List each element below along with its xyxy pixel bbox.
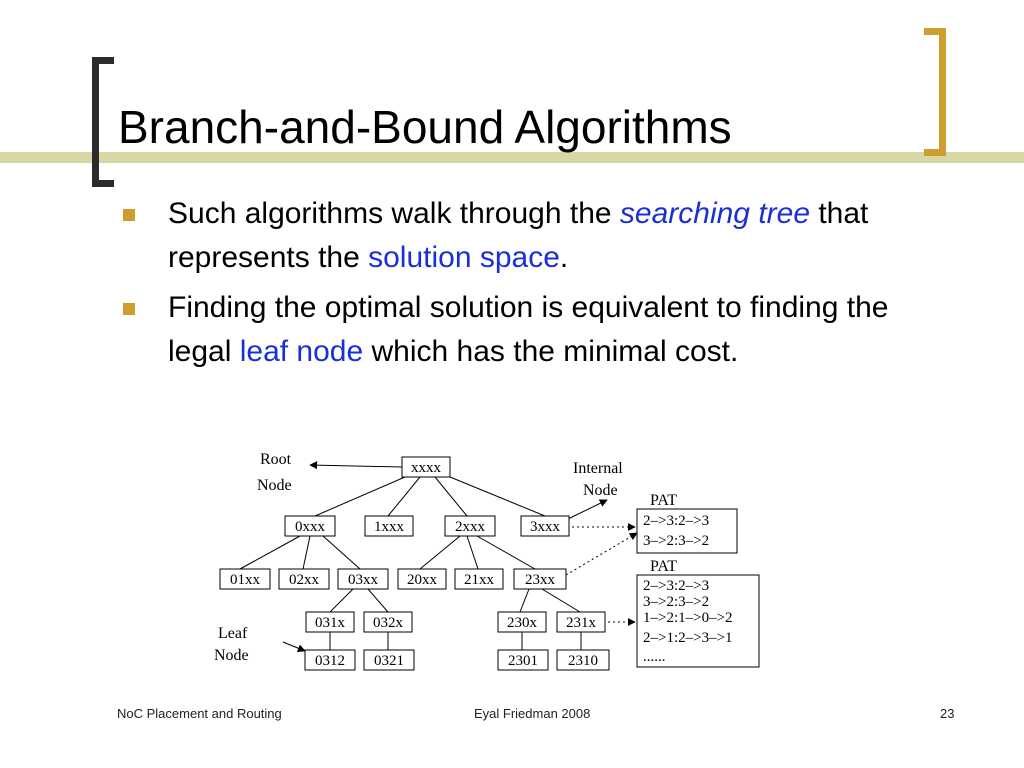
pat-entry: 2–>3:2–>3 <box>643 513 709 529</box>
bullet-text: that represents the <box>168 197 869 274</box>
tree-node: 1xxx <box>364 515 414 537</box>
search-tree-diagram: Root Node Internal Node Leaf Node xxxx 0… <box>214 451 760 671</box>
leaf-node: 0312 <box>304 649 356 671</box>
root-node-label: Root <box>260 451 292 468</box>
tree-node: 2xxx <box>444 515 496 537</box>
pat-entry: 2–>3:2–>3 <box>643 578 709 594</box>
node-label: 231x <box>566 615 597 631</box>
pat-table: PAT 2–>3:2–>3 3–>2:3–>2 <box>636 492 738 554</box>
tree-node: 23xx <box>513 568 567 590</box>
right-bracket-decoration <box>924 28 946 156</box>
tree-node: xxxx <box>401 456 451 478</box>
left-bracket-decoration <box>92 57 114 187</box>
node-label: 2xxx <box>455 519 486 535</box>
root-node-label: Node <box>257 477 292 494</box>
node-label: 03xx <box>348 572 379 588</box>
node-label: 21xx <box>464 572 495 588</box>
internal-pointer-arrow <box>567 499 608 520</box>
bullet-item: Finding the optimal solution is equivale… <box>118 286 958 374</box>
footer-author: Eyal Friedman 2008 <box>474 706 591 721</box>
pat-title: PAT <box>650 492 677 509</box>
pat-entry: 3–>2:3–>2 <box>643 594 709 610</box>
leaf-node: 2310 <box>556 649 610 671</box>
bullet-text: . <box>559 241 569 274</box>
leaf-node-label: Leaf <box>218 625 248 642</box>
pat-entry: 2–>1:2–>3–>1 <box>643 630 733 646</box>
leaf-node: 2301 <box>497 649 549 671</box>
node-label: 032x <box>373 615 404 631</box>
tree-node: 031x <box>305 611 355 633</box>
highlight-term: searching tree <box>619 197 811 230</box>
node-label: 23xx <box>525 572 556 588</box>
tree-edges <box>239 476 582 650</box>
pat-entry: 1–>2:1–>0–>2 <box>643 610 733 626</box>
pat-table: PAT 2–>3:2–>3 3–>2:3–>2 1–>2:1–>0–>2 2–>… <box>636 558 760 668</box>
tree-node: 01xx <box>219 568 271 590</box>
highlight-term: solution space <box>368 241 560 274</box>
highlight-term: leaf node <box>239 335 364 368</box>
node-label: 1xxx <box>374 519 405 535</box>
node-label: 230x <box>507 615 538 631</box>
node-label: 0321 <box>374 653 404 669</box>
tree-node: 20xx <box>397 568 447 590</box>
leaf-pointer-arrow <box>282 641 306 652</box>
internal-node-label: Node <box>583 482 618 499</box>
pat-entry: ...... <box>643 649 666 665</box>
bullet-square-icon <box>123 209 135 221</box>
title-band <box>0 152 1024 163</box>
bullet-item: Such algorithms walk through the searchi… <box>118 192 958 280</box>
leaf-node: 0321 <box>363 649 415 671</box>
node-label: 0312 <box>315 653 345 669</box>
node-label: 2301 <box>508 653 538 669</box>
footer-course: NoC Placement and Routing <box>117 706 282 721</box>
pat-entry: 3–>2:3–>2 <box>643 533 709 549</box>
tree-node: 3xxx <box>520 515 570 537</box>
bullet-text: which has the minimal cost. <box>363 335 739 368</box>
node-label: 2310 <box>568 653 598 669</box>
bullet-text: Such algorithms walk through the <box>168 197 620 230</box>
pat-title: PAT <box>650 558 677 575</box>
tree-node: 230x <box>497 611 547 633</box>
node-label: 031x <box>315 615 346 631</box>
tree-node: 0xxx <box>284 515 336 537</box>
footer-page-number: 23 <box>940 706 955 721</box>
node-label: 02xx <box>289 572 320 588</box>
tree-node: 03xx <box>337 568 389 590</box>
bullet-square-icon <box>123 303 135 315</box>
node-label: 20xx <box>407 572 438 588</box>
node-label: 3xxx <box>530 519 561 535</box>
tree-node: 02xx <box>278 568 330 590</box>
root-pointer-arrow <box>309 461 403 470</box>
node-label: xxxx <box>411 460 442 476</box>
pat-link-23xx <box>565 532 638 576</box>
tree-node: 21xx <box>454 568 504 590</box>
node-label: 0xxx <box>295 519 326 535</box>
tree-node: 231x <box>556 611 606 633</box>
leaf-node-label: Node <box>214 647 249 664</box>
internal-node-label: Internal <box>573 460 623 477</box>
slide-title: Branch-and-Bound Algorithms <box>118 101 732 153</box>
node-label: 01xx <box>230 572 261 588</box>
bullet-text: Finding the optimal solution is equivale… <box>168 291 889 368</box>
tree-node: 032x <box>363 611 413 633</box>
bullet-list: Such algorithms walk through the searchi… <box>118 192 958 380</box>
